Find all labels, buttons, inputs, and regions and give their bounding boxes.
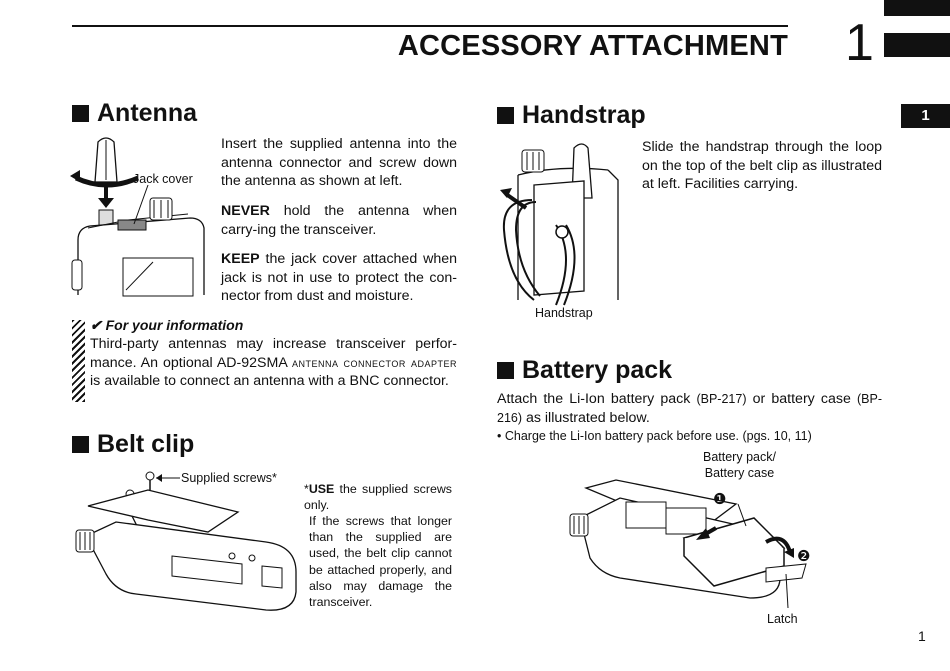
battery-text-c: as illustrated below. — [522, 409, 650, 426]
handstrap-label: Handstrap — [535, 306, 593, 320]
section-square-icon — [72, 436, 89, 453]
battery-charge-bullet: • Charge the Li-Ion battery pack before … — [497, 429, 812, 443]
handstrap-illustration — [500, 143, 619, 306]
tab-bar-bottom — [884, 33, 950, 57]
page-number: 1 — [918, 628, 926, 644]
handstrap-title: Handstrap — [522, 101, 646, 129]
never-keyword: NEVER — [221, 203, 270, 219]
antenna-paragraph-1: Insert the supplied antenna into the ant… — [221, 136, 457, 190]
tab-bar-top — [884, 0, 950, 16]
battery-pack-label: Battery pack/ Battery case — [703, 449, 776, 481]
antenna-paragraph-keep: KEEP the jack cover attached when jack i… — [221, 250, 457, 306]
battery-text-b: or battery case — [746, 391, 858, 407]
battery-title: Battery pack — [522, 356, 673, 384]
battery-illustration — [569, 479, 807, 609]
belt-clip-heading: Belt clip — [72, 430, 194, 459]
antenna-title: Antenna — [97, 99, 197, 127]
battery-paragraph: Attach the Li-Ion battery pack (BP-217) … — [497, 390, 882, 427]
battery-heading: Battery pack — [497, 356, 672, 385]
info-text-a: Third-party antennas may increase transc… — [90, 336, 457, 371]
note-asterisk: * — [304, 482, 309, 496]
supplied-screws-label: Supplied screws* — [181, 471, 277, 485]
battery-case-label-line2: Battery case — [704, 466, 775, 480]
jack-cover-label: Jack cover — [133, 172, 193, 186]
latch-label: Latch — [767, 612, 798, 626]
info-text-b: is available to connect an antenna with … — [90, 373, 449, 390]
bp216-model: (BP-216) — [497, 392, 883, 425]
keep-text: the jack cover attached when jack is not… — [221, 251, 457, 305]
belt-clip-note: *USE the supplied screws only. — [304, 481, 452, 513]
keep-keyword: KEEP — [221, 251, 260, 267]
battery-pack-label-line1: Battery pack/ — [703, 450, 776, 464]
info-heading: ✔ For your information — [90, 317, 244, 333]
use-keyword: USE — [308, 482, 335, 496]
step-2-marker: ❷ — [797, 548, 811, 565]
battery-text-a: Attach the Li-Ion battery pack — [497, 391, 697, 407]
note-use-text: the supplied screws only. — [304, 482, 452, 513]
section-square-icon — [72, 105, 89, 122]
antenna-paragraph-never: NEVER hold the antenna when carry-ing th… — [221, 202, 457, 239]
step-1-marker: ❶ — [713, 491, 727, 508]
antenna-heading: Antenna — [72, 99, 197, 128]
belt-clip-note-paragraph: If the screws that longer than the suppl… — [309, 514, 452, 610]
chapter-tab[interactable]: 1 — [901, 104, 950, 128]
header-rule — [72, 25, 788, 27]
chapter-number: 1 — [845, 14, 874, 72]
belt-clip-title: Belt clip — [97, 430, 195, 458]
page-title: ACCESSORY ATTACHMENT — [397, 30, 788, 62]
info-hatch-bar — [72, 320, 85, 402]
handstrap-paragraph: Slide the handstrap through the loop on … — [642, 139, 882, 193]
bp217-model: (BP-217) — [696, 392, 747, 406]
section-square-icon — [497, 362, 514, 379]
info-text: Third-party antennas may increase transc… — [90, 335, 457, 391]
info-text-smallcaps: antenna connector adapter — [291, 354, 458, 370]
handstrap-heading: Handstrap — [497, 101, 646, 130]
section-square-icon — [497, 107, 514, 124]
never-text: hold the antenna when carry-ing the tran… — [221, 203, 457, 238]
antenna-illustration — [70, 137, 205, 297]
belt-clip-illustration — [75, 471, 297, 611]
